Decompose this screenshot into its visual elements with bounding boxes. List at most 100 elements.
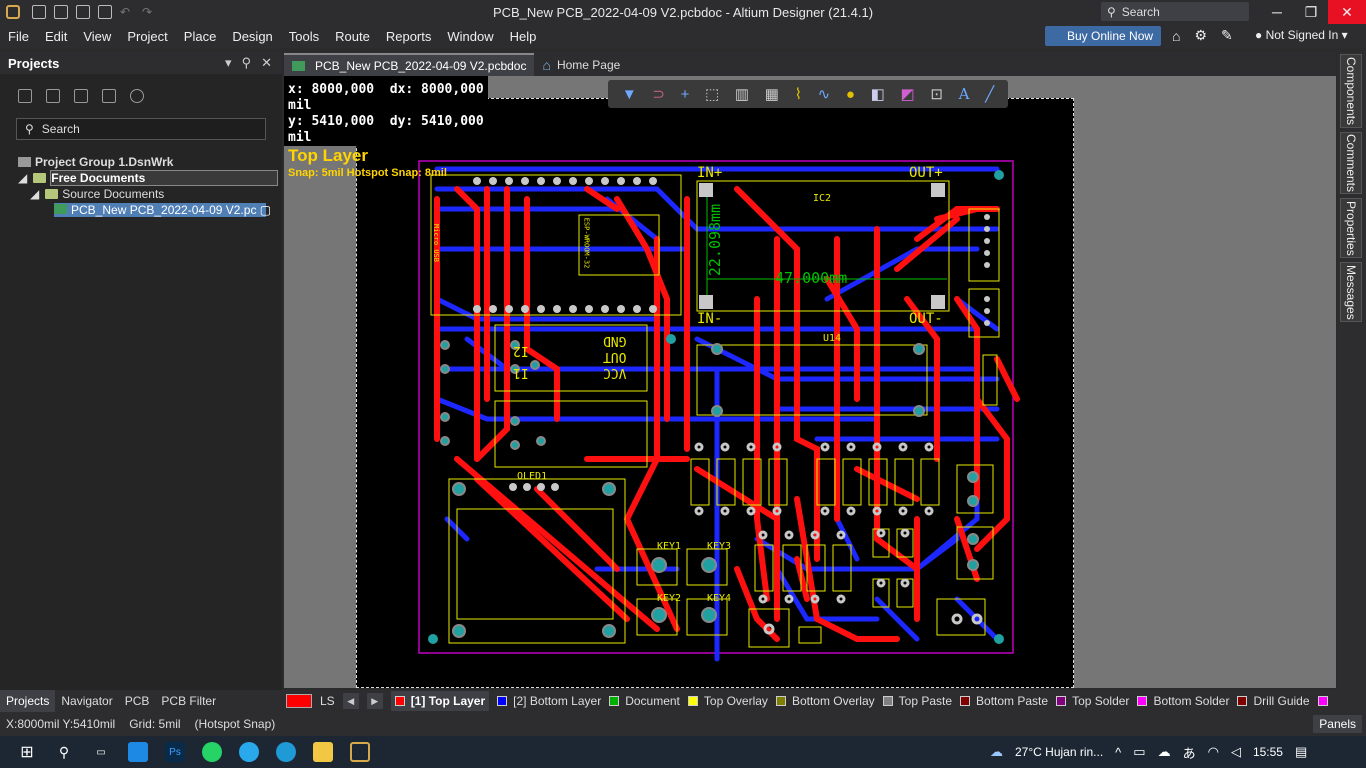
tab-messages[interactable]: Messages: [1340, 262, 1362, 322]
save-project-icon[interactable]: [18, 89, 32, 103]
layer-more-swatch[interactable]: [1317, 696, 1328, 706]
layer-tab-bottom-paste[interactable]: Bottom Paste: [960, 694, 1048, 708]
task-view-icon[interactable]: ▭: [96, 746, 106, 758]
keepout-icon[interactable]: ◩: [900, 85, 915, 103]
photoshop-icon[interactable]: Ps: [165, 742, 185, 762]
project-search-input[interactable]: ⚲ Search: [16, 118, 266, 140]
minimize-button[interactable]: ─: [1272, 4, 1282, 20]
polygon-icon[interactable]: ◧: [870, 85, 885, 103]
close-project-icon[interactable]: [102, 89, 116, 103]
open-document-icon[interactable]: [76, 5, 90, 19]
tree-item-project-group[interactable]: Project Group 1.DsnWrk: [0, 154, 282, 170]
via-icon[interactable]: ●: [845, 85, 855, 103]
layer-tab-top-solder[interactable]: Top Solder: [1056, 694, 1129, 708]
gear-icon[interactable]: [130, 89, 144, 103]
gear-icon[interactable]: ⚙: [1194, 27, 1208, 43]
panel-close-icon[interactable]: ✕: [261, 55, 272, 70]
telegram-icon[interactable]: [239, 742, 259, 762]
weather-icon[interactable]: ☁: [990, 744, 1003, 759]
menu-file[interactable]: File: [8, 28, 29, 44]
save-all-projects-icon[interactable]: [46, 89, 60, 103]
tree-item-source-documents[interactable]: ◢ Source Documents: [0, 186, 282, 202]
menu-view[interactable]: View: [83, 28, 112, 44]
text-icon[interactable]: A: [958, 84, 970, 103]
dimension-icon[interactable]: ⊡: [930, 85, 943, 103]
diff-pair-icon[interactable]: ∿: [817, 85, 831, 103]
notification-icon[interactable]: ▤: [1294, 744, 1308, 759]
layer-tab-top-overlay[interactable]: Top Overlay: [687, 694, 768, 708]
route-icon[interactable]: ⊃: [652, 85, 665, 103]
open-project-icon[interactable]: [74, 89, 88, 103]
layer-next-button[interactable]: ▶: [366, 693, 383, 709]
tab-home-page[interactable]: ⌂ Home Page: [534, 53, 628, 76]
wifi-icon[interactable]: ◠: [1207, 744, 1219, 759]
tree-item-pcb-file[interactable]: PCB_New PCB_2022-04-09 V2.pc ▢: [54, 203, 271, 217]
layer-tab-bottom-layer[interactable]: [2] Bottom Layer: [497, 694, 601, 708]
menu-edit[interactable]: Edit: [44, 28, 68, 44]
layer-tab-top-layer[interactable]: [1] Top Layer: [390, 691, 490, 711]
save-all-icon[interactable]: [54, 5, 68, 19]
align-icon[interactable]: ▥: [734, 85, 750, 103]
layer-prev-button[interactable]: ◀: [342, 693, 359, 709]
collapse-icon[interactable]: ◢: [30, 187, 40, 201]
sign-in-button[interactable]: ● Not Signed In ▾: [1255, 28, 1348, 42]
volume-icon[interactable]: ◁: [1230, 744, 1241, 759]
home-icon[interactable]: ⌂: [1172, 27, 1181, 44]
buy-online-button[interactable]: Buy Online Now: [1045, 26, 1162, 46]
select-icon[interactable]: ⬚: [705, 85, 720, 103]
filter-icon[interactable]: ▼: [621, 85, 637, 103]
pcb-sheet[interactable]: IN+ OUT+ IN- OUT- IC2 47.000mm 22.098mm …: [356, 98, 1074, 688]
save-icon[interactable]: [32, 5, 46, 19]
clock[interactable]: 15:55: [1252, 745, 1283, 759]
component-icon[interactable]: ▦: [764, 85, 779, 103]
maximize-button[interactable]: ❐: [1304, 3, 1318, 20]
layer-tab-top-paste[interactable]: Top Paste: [882, 694, 952, 708]
notifications-icon[interactable]: ✎: [1221, 27, 1233, 43]
menu-help[interactable]: Help: [509, 28, 537, 44]
pin-icon[interactable]: ⚲: [241, 55, 252, 70]
tab-comments[interactable]: Comments: [1340, 132, 1362, 194]
open-project-icon[interactable]: [98, 5, 112, 19]
layer-tab-drill-guide[interactable]: Drill Guide: [1237, 694, 1310, 708]
tab-components[interactable]: Components: [1340, 54, 1362, 128]
panel-menu-icon[interactable]: ▾: [225, 55, 232, 70]
edge-icon[interactable]: [276, 742, 296, 762]
menu-window[interactable]: Window: [447, 28, 494, 44]
pcb-board-drawing[interactable]: [357, 99, 1075, 688]
tab-pcb-document[interactable]: PCB_New PCB_2022-04-09 V2.pcbdoc: [284, 53, 535, 76]
tab-navigator[interactable]: Navigator: [61, 694, 113, 708]
chevron-up-icon[interactable]: ^: [1115, 744, 1122, 760]
menu-project[interactable]: Project: [127, 28, 168, 44]
undo-icon[interactable]: ↶: [120, 5, 131, 19]
layer-tab-bottom-solder[interactable]: Bottom Solder: [1137, 694, 1229, 708]
whatsapp-icon[interactable]: [202, 742, 222, 762]
tab-pcb-filter[interactable]: PCB Filter: [161, 694, 217, 708]
language-icon[interactable]: あ: [1182, 745, 1196, 761]
layer-set-button[interactable]: LS: [320, 694, 335, 708]
panels-button[interactable]: Panels: [1313, 715, 1362, 733]
windows-start-icon[interactable]: ⊞: [20, 744, 34, 761]
interactive-route-icon[interactable]: ⌇: [794, 85, 802, 103]
altium-taskbar-icon[interactable]: [350, 742, 370, 762]
menu-design[interactable]: Design: [232, 28, 273, 44]
microsoft-store-icon[interactable]: [128, 742, 148, 762]
menu-tools[interactable]: Tools: [288, 28, 320, 44]
file-explorer-icon[interactable]: [313, 742, 333, 762]
tab-projects[interactable]: Projects: [0, 690, 56, 712]
redo-icon[interactable]: ↷: [142, 5, 153, 19]
tab-properties[interactable]: Properties: [1340, 198, 1362, 258]
add-icon[interactable]: +: [680, 85, 690, 103]
meet-icon[interactable]: ▭: [1133, 744, 1146, 759]
layer-tab-document[interactable]: Document: [609, 694, 680, 708]
search-icon[interactable]: ⚲: [58, 743, 70, 760]
menu-reports[interactable]: Reports: [385, 28, 432, 44]
close-button[interactable]: ✕: [1328, 0, 1366, 24]
tree-item-free-documents[interactable]: Free Documents: [50, 170, 279, 186]
menu-place[interactable]: Place: [183, 28, 217, 44]
layer-tab-bottom-overlay[interactable]: Bottom Overlay: [775, 694, 875, 708]
current-layer-swatch[interactable]: [286, 694, 312, 708]
onedrive-icon[interactable]: ☁: [1157, 744, 1171, 759]
weather-text[interactable]: 27°C Hujan rin...: [1015, 745, 1104, 759]
line-icon[interactable]: ╱: [985, 85, 995, 103]
tab-pcb[interactable]: PCB: [124, 694, 150, 708]
